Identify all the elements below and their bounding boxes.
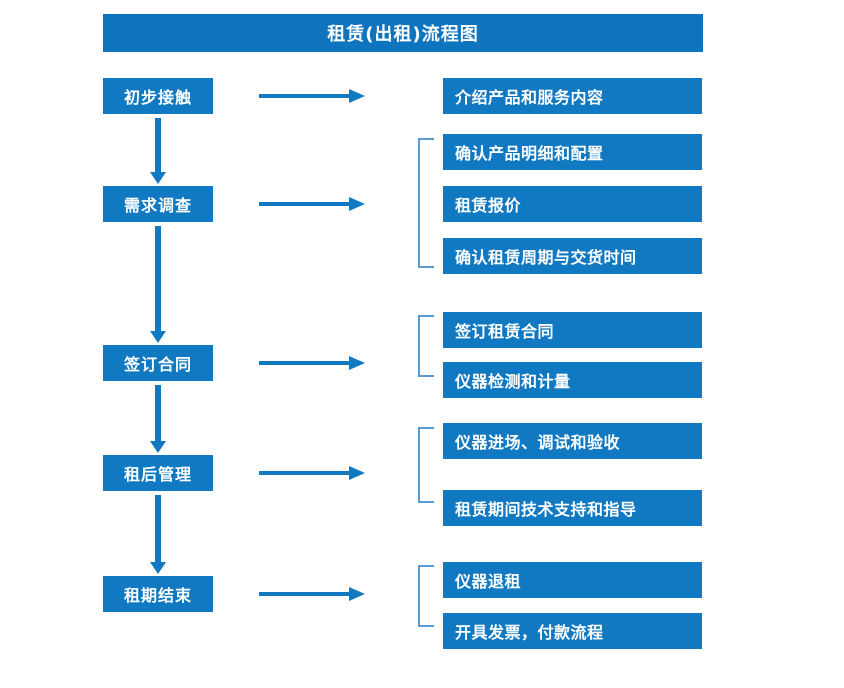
arrow-right-icon-1 xyxy=(259,89,365,103)
arrow-right-icon-4 xyxy=(259,466,365,480)
arrow-down-icon-4 xyxy=(150,495,166,574)
stage-box-2[interactable]: 需求调查 xyxy=(103,186,213,222)
detail-box-5-2[interactable]: 开具发票，付款流程 xyxy=(443,613,702,649)
detail-box-5-1[interactable]: 仪器退租 xyxy=(443,562,702,598)
arrow-right-icon-2 xyxy=(259,197,365,211)
detail-box-2-1[interactable]: 确认产品明细和配置 xyxy=(443,134,702,170)
arrow-down-icon-3 xyxy=(150,385,166,453)
detail-box-4-2[interactable]: 租赁期间技术支持和指导 xyxy=(443,490,702,526)
detail-box-3-1[interactable]: 签订租赁合同 xyxy=(443,312,702,348)
arrow-right-icon-3 xyxy=(259,356,365,370)
stage-box-4[interactable]: 租后管理 xyxy=(103,455,213,491)
group-bracket-icon-2 xyxy=(418,138,434,268)
detail-box-2-3[interactable]: 确认租赁周期与交货时间 xyxy=(443,238,702,274)
arrow-down-icon-1 xyxy=(150,118,166,184)
group-bracket-icon-3 xyxy=(418,315,434,377)
detail-box-2-2[interactable]: 租赁报价 xyxy=(443,186,702,222)
stage-box-1[interactable]: 初步接触 xyxy=(103,78,213,114)
stage-box-3[interactable]: 签订合同 xyxy=(103,345,213,381)
group-bracket-icon-4 xyxy=(418,427,434,503)
detail-box-4-1[interactable]: 仪器进场、调试和验收 xyxy=(443,423,702,459)
arrow-right-icon-5 xyxy=(259,587,365,601)
detail-box-1-1[interactable]: 介绍产品和服务内容 xyxy=(443,78,702,114)
arrow-down-icon-2 xyxy=(150,226,166,343)
diagram-title: 租赁(出租)流程图 xyxy=(103,14,703,52)
group-bracket-icon-5 xyxy=(418,565,434,627)
detail-box-3-2[interactable]: 仪器检测和计量 xyxy=(443,362,702,398)
stage-box-5[interactable]: 租期结束 xyxy=(103,576,213,612)
